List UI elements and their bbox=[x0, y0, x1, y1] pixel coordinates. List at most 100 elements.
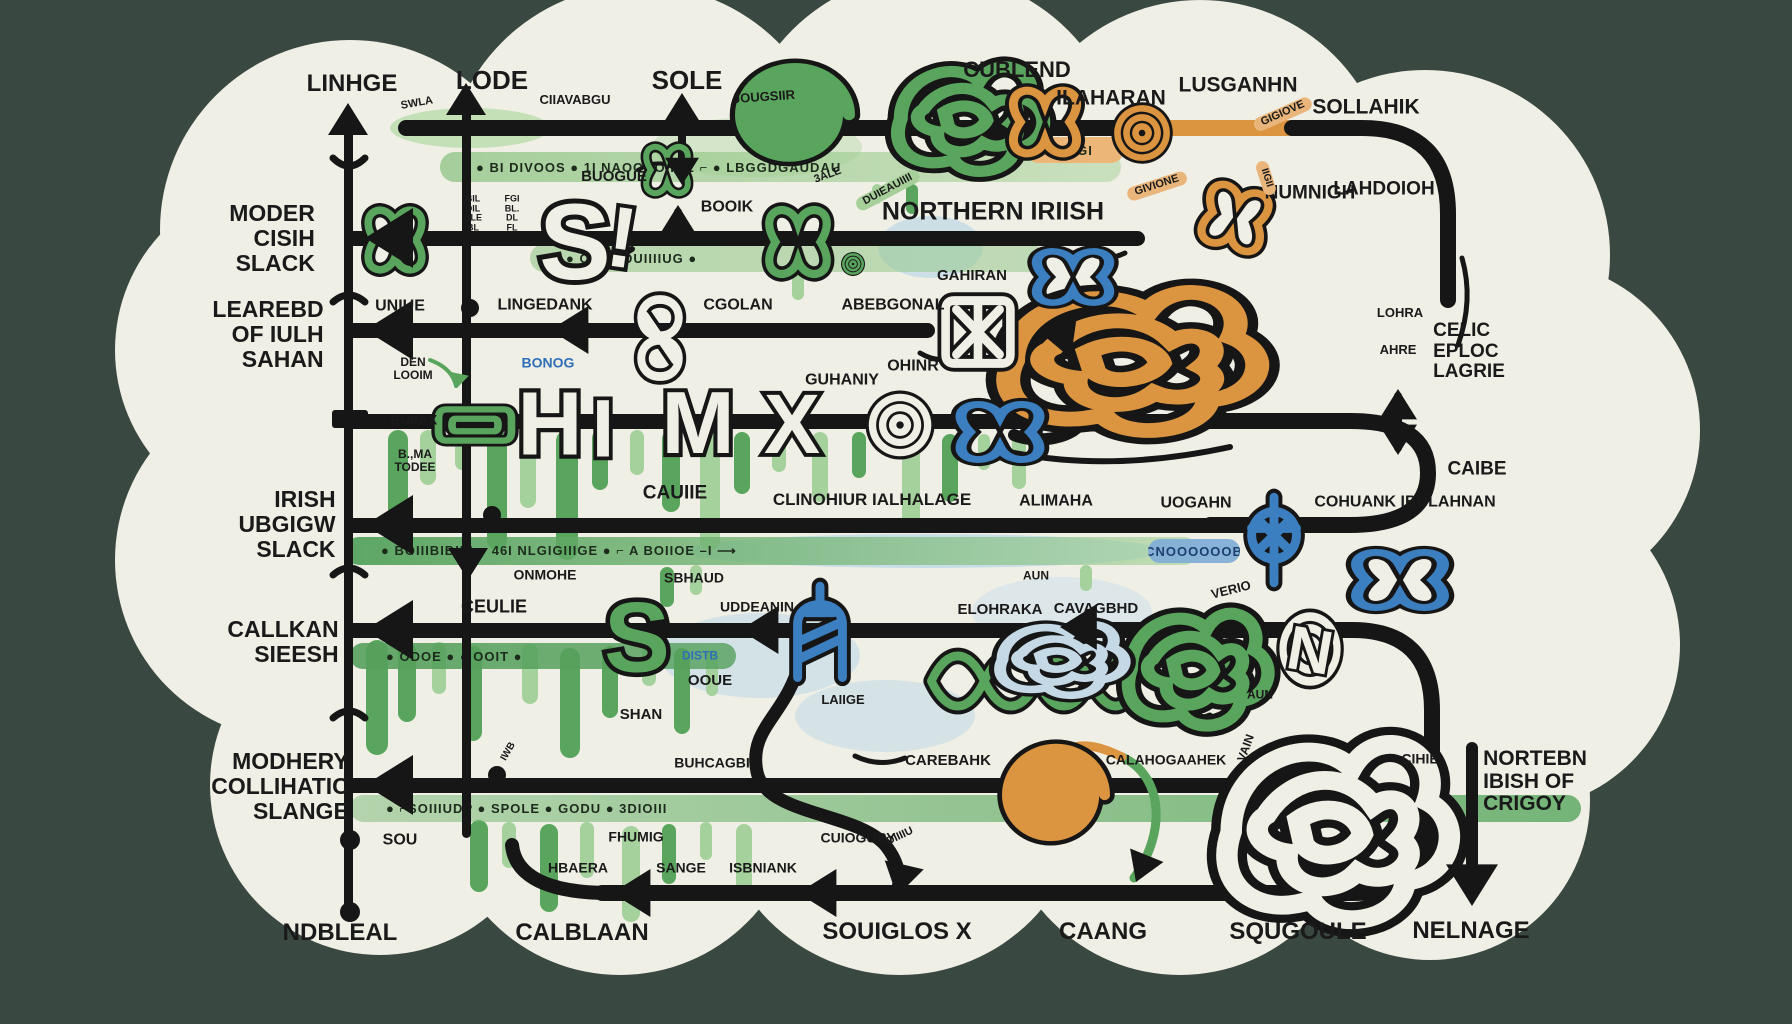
node-dot bbox=[461, 299, 479, 317]
timeline-line bbox=[345, 230, 1145, 246]
knot-ornament-spiral bbox=[729, 58, 861, 167]
knot-strand bbox=[1279, 612, 1341, 686]
node-dot bbox=[340, 902, 360, 922]
diagram-label: LOHRA bbox=[1376, 304, 1424, 320]
diagram-label: DEN LOOIM bbox=[393, 355, 433, 382]
knot-strand bbox=[1247, 492, 1301, 588]
arrowhead-icon bbox=[1378, 389, 1418, 420]
diagram-label: CUBLEND bbox=[963, 57, 1071, 83]
timeline-line bbox=[345, 517, 1215, 533]
drip-mark bbox=[592, 430, 608, 490]
tick-bar: ● ODOE ● ● OOIT ● bbox=[350, 643, 736, 669]
knot-strand bbox=[364, 206, 426, 274]
diagram-label: NORTHERN IRIISH bbox=[881, 197, 1105, 226]
arrowhead-icon bbox=[798, 869, 837, 917]
arrowhead-icon bbox=[550, 306, 589, 354]
diagram-label: COHUANK IBULAHNAN bbox=[1314, 493, 1496, 511]
drip-mark bbox=[662, 824, 676, 884]
diagram-label: CAUIIE bbox=[642, 482, 708, 504]
diagram-label: AUN bbox=[1247, 687, 1273, 702]
drip-mark bbox=[700, 822, 712, 860]
knot-ornament-pretzel bbox=[1027, 245, 1119, 309]
diagram-label: DISTB bbox=[682, 648, 718, 663]
arrowhead-icon bbox=[884, 860, 924, 896]
knot-ornament-shield bbox=[937, 292, 1019, 372]
tick-bar: CNOOOOOOB bbox=[1148, 539, 1240, 563]
knot-strand bbox=[434, 406, 516, 444]
knot-strand bbox=[1197, 180, 1273, 256]
arrowhead-icon bbox=[451, 372, 469, 388]
diagram-label: CAIBE bbox=[1447, 458, 1507, 480]
diagram-label: BIL DIL BLE BL bbox=[464, 193, 482, 233]
diagram-label: HBAERA bbox=[548, 859, 608, 876]
diagram-label: CEULIE bbox=[460, 596, 528, 617]
diagram-label: IRISH UBGIGW SLACK bbox=[238, 485, 336, 562]
diagram-label: CUIOGURY bbox=[820, 829, 896, 846]
connector-curve bbox=[329, 154, 369, 170]
connector-curve bbox=[329, 564, 369, 579]
diagram-label: FHUMIG bbox=[608, 828, 664, 845]
diagram-label: BONOG bbox=[521, 354, 575, 371]
timeline-axis bbox=[1466, 742, 1478, 900]
diagram-label: SQUGOULE bbox=[1229, 918, 1367, 946]
knot-ornament-glyph: S bbox=[534, 177, 616, 307]
diagram-label: LINGEDANK bbox=[497, 296, 593, 314]
diagram-label: CALLKAN SIEESH bbox=[227, 616, 339, 667]
diagram-label: LEAREBD OF IULH SAHAN bbox=[212, 295, 324, 372]
diagram-label: UDDEANIN bbox=[720, 598, 794, 615]
knot-strand bbox=[842, 253, 864, 275]
knot-letter: S bbox=[604, 582, 670, 693]
knot-ornament-glyph: H bbox=[513, 369, 587, 478]
connector-curve bbox=[852, 753, 908, 765]
diagram-label: SOUIGLOS X bbox=[822, 918, 972, 946]
arrowhead-icon bbox=[1060, 604, 1097, 650]
arrowhead-icon bbox=[365, 600, 413, 660]
connector-curve bbox=[329, 707, 369, 722]
knot-strand bbox=[1114, 105, 1170, 161]
drip-mark bbox=[674, 648, 690, 734]
diagram-label: AHRE bbox=[1379, 341, 1417, 357]
knot-ornament-pretzel bbox=[950, 397, 1050, 467]
diagram-label: GAHIRAN bbox=[937, 266, 1007, 284]
knot-letter: H bbox=[517, 374, 582, 475]
node-dot bbox=[340, 830, 360, 850]
diagram-label: MODER CISIH SLACK bbox=[229, 199, 315, 276]
knot-ornament-spiral bbox=[997, 739, 1115, 846]
diagram-label: CALAHOGAAHEK bbox=[1105, 751, 1227, 768]
connector-curve bbox=[505, 838, 617, 900]
knot-ornament-ring bbox=[841, 252, 865, 276]
diagram-label: GUHANIY bbox=[805, 371, 879, 389]
knot-strand bbox=[1009, 86, 1081, 158]
timeline-line bbox=[345, 622, 1110, 638]
diagram-label: CELIC EPLOC LAGRIE bbox=[1433, 320, 1505, 383]
diagram-label: OOUE bbox=[687, 671, 733, 689]
drip-mark bbox=[906, 184, 918, 214]
node-dot bbox=[488, 766, 506, 784]
drip-mark bbox=[470, 820, 488, 892]
diagram-label: SANGE bbox=[656, 859, 706, 876]
arrowhead-icon bbox=[448, 548, 488, 580]
diagram-label: CIHIE bbox=[1401, 750, 1439, 767]
knot-strand bbox=[793, 581, 847, 683]
knot-ornament-ring bbox=[1276, 608, 1344, 690]
arrowhead-icon bbox=[365, 208, 413, 268]
arrowhead-icon bbox=[328, 103, 368, 135]
cloud-background bbox=[240, 160, 1530, 840]
drip-mark bbox=[736, 824, 752, 896]
arrowhead-icon bbox=[365, 755, 413, 815]
drip-mark bbox=[812, 432, 828, 502]
knot-strand bbox=[1001, 743, 1111, 841]
knot-strand bbox=[1351, 548, 1449, 612]
diagram-label: NORTEBN IBISH OF CRIGOY bbox=[1483, 746, 1587, 816]
diagram-label: NDBLEAL bbox=[282, 919, 398, 947]
knot-strand bbox=[1121, 607, 1275, 732]
knot-strand bbox=[637, 295, 683, 381]
diagram-label: SOLLAHIK bbox=[1312, 95, 1420, 119]
diagram-label: LINHGE bbox=[306, 70, 398, 98]
knot-strand bbox=[941, 296, 1015, 368]
connector-curve bbox=[749, 655, 906, 899]
diagram-label: SHAN bbox=[619, 705, 663, 723]
node-block bbox=[332, 410, 368, 428]
drip-mark bbox=[630, 430, 644, 475]
